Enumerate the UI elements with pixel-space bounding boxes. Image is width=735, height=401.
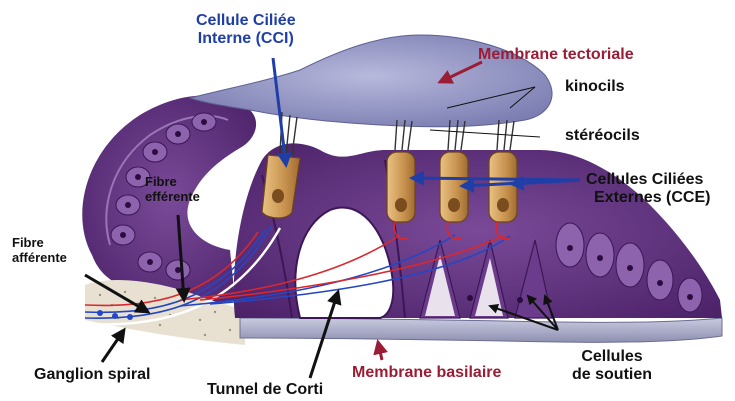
label-fibre-efferente: Fibre efférente [145, 175, 200, 205]
label-fibre-efferente-line2: efférente [145, 190, 200, 205]
label-cellules-de-soutien: Cellules de soutien [572, 348, 652, 385]
label-fibre-afferente-line2: afférente [12, 251, 67, 266]
label-fibre-afferente: Fibre afférente [12, 236, 67, 266]
label-stereocils: stéréocils [565, 127, 640, 145]
label-membrane-tectoriale: Membrane tectoriale [478, 46, 634, 64]
label-membrane-basilaire-text: Membrane basilaire [352, 364, 501, 382]
label-cellules-de-soutien-line1: Cellules [572, 348, 652, 366]
label-cce-line1: Cellules Ciliées [586, 171, 710, 189]
label-stereocils-text: stéréocils [565, 127, 640, 145]
label-cellules-de-soutien-line2: de soutien [572, 366, 652, 384]
label-membrane-basilaire: Membrane basilaire [352, 364, 501, 382]
label-fibre-efferente-line1: Fibre [145, 175, 200, 190]
organ-of-corti-body [234, 143, 722, 318]
label-cce: Cellules Ciliées Externes (CCE) [586, 171, 710, 208]
label-cce-line2: Externes (CCE) [586, 189, 710, 207]
cce-arrow-1 [412, 178, 580, 180]
label-tunnel-de-corti-text: Tunnel de Corti [207, 381, 323, 399]
outer-hair-cells [387, 152, 517, 222]
label-ganglion-spiral-text: Ganglion spiral [34, 366, 150, 384]
basilaire-arrow [378, 342, 382, 360]
label-ganglion-spiral: Ganglion spiral [34, 366, 150, 384]
basilar-membrane-shape [240, 318, 722, 342]
label-kinocils: kinocils [565, 78, 625, 96]
label-fibre-afferente-line1: Fibre [12, 236, 67, 251]
label-kinocils-text: kinocils [565, 78, 625, 96]
label-membrane-tectoriale-text: Membrane tectoriale [478, 46, 634, 64]
ganglion-arrow [102, 330, 124, 362]
label-cci-line2: Interne (CCI) [196, 30, 296, 48]
label-cci: Cellule Ciliée Interne (CCI) [196, 12, 296, 49]
stereocils-line [430, 130, 540, 137]
label-tunnel-de-corti: Tunnel de Corti [207, 381, 323, 399]
label-cci-line1: Cellule Ciliée [196, 12, 296, 30]
